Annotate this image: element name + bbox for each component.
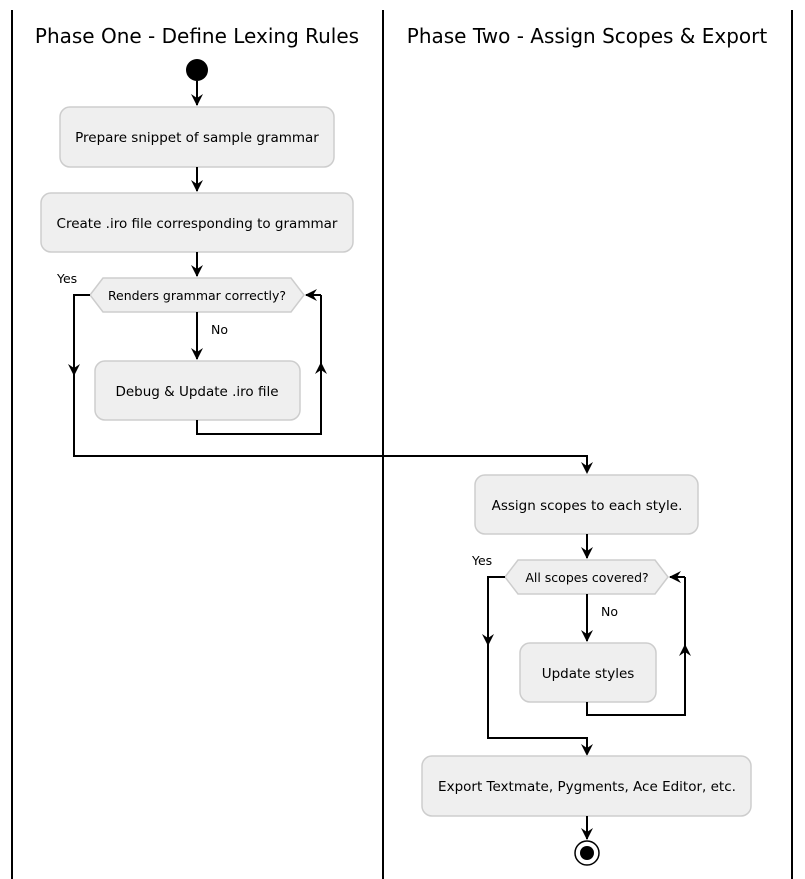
edge-yes-to-phase-two: [73, 294, 588, 472]
branch-label-yes-2: Yes: [471, 553, 492, 568]
yes-arrow-down-1: [68, 364, 80, 376]
activity-export-label: Export Textmate, Pygments, Ace Editor, e…: [438, 779, 736, 795]
branch-label-yes-1: Yes: [56, 271, 77, 286]
branch-label-no-1: No: [211, 322, 228, 337]
activity-update-styles-label: Update styles: [542, 666, 635, 682]
decision-scopes-covered-label: All scopes covered?: [525, 570, 648, 585]
arrow-into-export: [581, 744, 593, 756]
activity-create-iro-label: Create .iro file corresponding to gramma…: [57, 216, 338, 232]
loop-arrow-up-2: [679, 644, 691, 656]
lane-title-phase-one: Phase One - Define Lexing Rules: [35, 24, 359, 48]
activity-debug-update-label: Debug & Update .iro file: [115, 384, 278, 400]
start-node: [186, 59, 208, 81]
arrow-into-assign: [581, 462, 593, 474]
decision-scopes-covered: [504, 559, 669, 595]
end-node-inner: [580, 846, 594, 860]
decision-renders-correctly-label: Renders grammar correctly?: [108, 288, 286, 303]
loop-arrow-up-1: [315, 362, 327, 374]
branch-label-no-2: No: [601, 604, 618, 619]
lane-title-phase-two: Phase Two - Assign Scopes & Export: [407, 24, 768, 48]
edge-yes-to-export: [487, 576, 588, 754]
decision-renders-correctly: [89, 277, 305, 313]
yes-arrow-down-2: [482, 634, 494, 646]
activity-assign-scopes-label: Assign scopes to each style.: [492, 498, 683, 514]
activity-prepare-snippet-label: Prepare snippet of sample grammar: [75, 130, 319, 146]
